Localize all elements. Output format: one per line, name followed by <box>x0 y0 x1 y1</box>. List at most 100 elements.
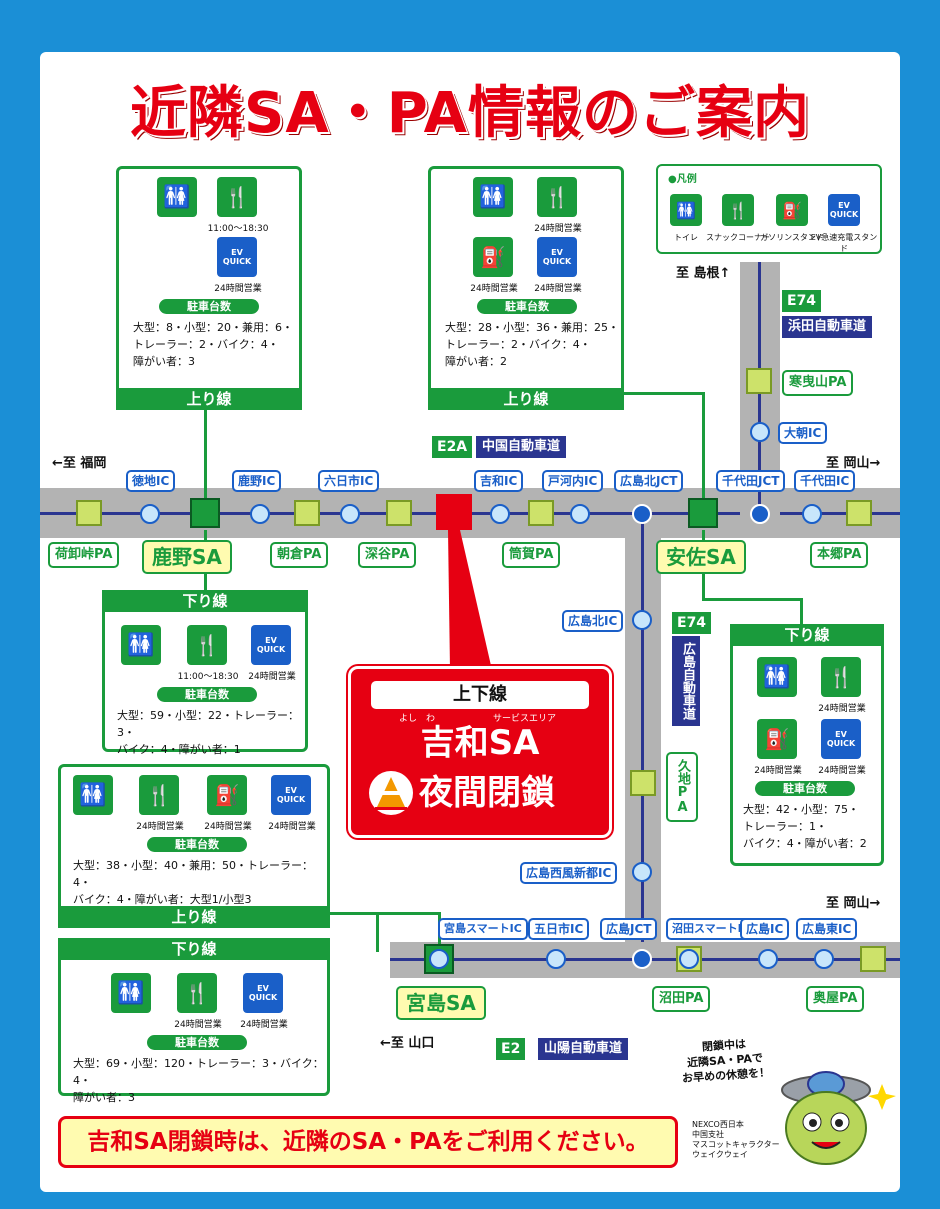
e74-code: E74 <box>782 290 822 312</box>
pa-marker-niorotoge <box>76 500 102 526</box>
ev-charger-icon: EV QUICK <box>251 625 291 665</box>
pa-marker-okuya <box>860 946 886 972</box>
mascot-character <box>781 1071 896 1165</box>
ev-charger-icon: EV QUICK <box>828 194 860 226</box>
parking-count-header: 駐車台数 <box>157 687 257 702</box>
jct-chiyoda: 千代田JCT <box>716 470 786 492</box>
ic-marker-hiroshima-nishi-fushinto <box>632 862 652 882</box>
parking-count-header: 駐車台数 <box>147 1035 247 1050</box>
gas-hours: 24時間営業 <box>204 822 252 832</box>
legend-label-toilet: トイレ <box>674 233 698 242</box>
pa-kanbikiyama: 寒曳山PA <box>782 370 854 396</box>
pa-marker-asakura <box>294 500 320 526</box>
parking-count-header: 駐車台数 <box>477 299 577 314</box>
ic-marker-oasa <box>750 422 770 442</box>
ic-togouchi: 戸河内IC <box>542 470 604 492</box>
direction-okayama-top: 至 岡山→ <box>826 456 881 471</box>
facility-card-miyajima-down: 下り線 🚻 🍴 EV QUICK 24時間営業 24時間営業 駐車台数 大型：6… <box>58 938 330 1104</box>
pa-marker-fukaya <box>386 500 412 526</box>
legend-label-gas: ガソリンスタンド <box>760 233 824 242</box>
ic-marker-togouchi <box>570 504 590 524</box>
pa-numata: 沼田PA <box>652 986 711 1012</box>
ev-hours: 24時間営業 <box>248 672 296 682</box>
ev-hours: 24時間営業 <box>240 1020 288 1030</box>
snack-corner-icon: 🍴 <box>139 775 179 815</box>
sa-asa: 安佐SA <box>656 540 746 574</box>
closure-notice: 吉和SA閉鎖時は、近隣のSA・PAをご利用ください。 <box>58 1116 678 1168</box>
snack-hours: 24時間営業 <box>534 224 582 234</box>
parking-count: 大型：38・小型：40・兼用：50・トレーラー：4・バイク：4・障がい者：大型1… <box>73 859 313 906</box>
facility-card-asa-up: 🚻 🍴 24時間営業 ⛽ EV QUICK 24時間営業 24時間営業 駐車台数… <box>428 166 624 410</box>
ic-numata-smart: 沼田スマートIC <box>666 918 756 940</box>
jct-hiroshima: 広島JCT <box>600 918 658 940</box>
ic-marker-chiyoda <box>802 504 822 524</box>
ic-marker-kano <box>250 504 270 524</box>
mascot-credit: NEXCO西日本中国支社マスコットキャラクターウェイクウェイ <box>692 1120 780 1159</box>
toilet-icon: 🚻 <box>121 625 161 665</box>
ic-hiroshima: 広島IC <box>740 918 790 940</box>
ic-marker-hiroshima <box>758 949 778 969</box>
ev-charger-icon: EV QUICK <box>271 775 311 815</box>
ic-marker-tokuji <box>140 504 160 524</box>
sa-kano: 鹿野SA <box>142 540 232 574</box>
toilet-icon: 🚻 <box>670 194 702 226</box>
jct-marker-hiroshima <box>632 949 652 969</box>
ev-charger-icon: EV QUICK <box>821 719 861 759</box>
legend-header: ●凡例 <box>668 174 697 185</box>
ic-kano: 鹿野IC <box>232 470 282 492</box>
snack-hours: 24時間営業 <box>136 822 184 832</box>
ic-marker-hiroshima-kita <box>632 610 652 630</box>
direction-okayama-bottom: 至 岡山→ <box>826 896 881 911</box>
facility-card-miyajima-up: 🚻 🍴 ⛽ EV QUICK 24時間営業 24時間営業 24時間営業 駐車台数… <box>58 764 330 928</box>
gas-station-icon: ⛽ <box>207 775 247 815</box>
pa-asakura: 朝倉PA <box>270 542 329 568</box>
pa-kuchi: 久地PA <box>666 752 698 822</box>
ic-itsukaichi: 五日市IC <box>528 918 590 940</box>
jct-marker-chiyoda <box>750 504 770 524</box>
ic-hiroshima-nishi-fushinto: 広島西風新都IC <box>520 862 618 884</box>
parking-count: 大型：59・小型：22・トレーラー：3・バイク：4・障がい者：1 <box>117 709 299 756</box>
gas-station-icon: ⛽ <box>473 237 513 277</box>
ic-marker-muikaichi <box>340 504 360 524</box>
ic-marker-numata-smart <box>679 949 699 969</box>
closure-callout: 上下線 よし わ サービスエリア 吉和SA 夜間閉鎖 <box>348 666 612 838</box>
e2-code: E2 <box>496 1038 526 1060</box>
snack-hours: 24時間営業 <box>818 704 866 714</box>
snack-corner-icon: 🍴 <box>537 177 577 217</box>
parking-count-header: 駐車台数 <box>755 781 855 796</box>
pa-fukaya: 深谷PA <box>358 542 417 568</box>
toilet-icon: 🚻 <box>73 775 113 815</box>
e2-name: 山陽自動車道 <box>538 1038 629 1060</box>
parking-count: 大型：28・小型：36・兼用：25・トレーラー：2・バイク：4・障がい者：2 <box>445 321 619 368</box>
pa-hongo: 本郷PA <box>810 542 869 568</box>
parking-count-header: 駐車台数 <box>147 837 247 852</box>
pa-okuya: 奥屋PA <box>806 986 865 1012</box>
callout-pointer <box>448 530 492 670</box>
parking-count-header: 駐車台数 <box>159 299 259 314</box>
toilet-icon: 🚻 <box>757 657 797 697</box>
page-title: 近隣SA・PA情報のご案内 <box>130 81 810 146</box>
legend: ●凡例 🚻 🍴 ⛽ EV QUICK トイレ スナックコーナー ガソリンスタンド… <box>656 164 882 254</box>
ev-hours: 24時間営業 <box>818 766 866 776</box>
direction-label: 下り線 <box>102 590 308 612</box>
ic-marker-hiroshima-higashi <box>814 949 834 969</box>
ev-charger-icon: EV QUICK <box>537 237 577 277</box>
direction-label: 上り線 <box>428 388 624 410</box>
ic-marker-itsukaichi <box>546 949 566 969</box>
direction-label: 下り線 <box>730 624 884 646</box>
direction-label: 上り線 <box>116 388 302 410</box>
e74b-code: E74 <box>672 612 712 634</box>
legend-label-ev: EV急速充電スタンド <box>810 233 878 253</box>
ic-hiroshima-kita: 広島北IC <box>562 610 624 632</box>
sa-miyajima: 宮島SA <box>396 986 486 1020</box>
direction-fukuoka: ←至 福岡 <box>52 456 107 471</box>
ic-hiroshima-higashi: 広島東IC <box>796 918 858 940</box>
e2a-name: 中国自動車道 <box>476 436 567 458</box>
gas-hours: 24時間営業 <box>754 766 802 776</box>
gas-station-icon: ⛽ <box>757 719 797 759</box>
ev-hours: 24時間営業 <box>534 284 582 294</box>
toilet-icon: 🚻 <box>111 973 151 1013</box>
e2a-code: E2A <box>432 436 473 458</box>
jct-hiroshima-kita: 広島北JCT <box>614 470 684 492</box>
snack-hours: 24時間営業 <box>174 1020 222 1030</box>
